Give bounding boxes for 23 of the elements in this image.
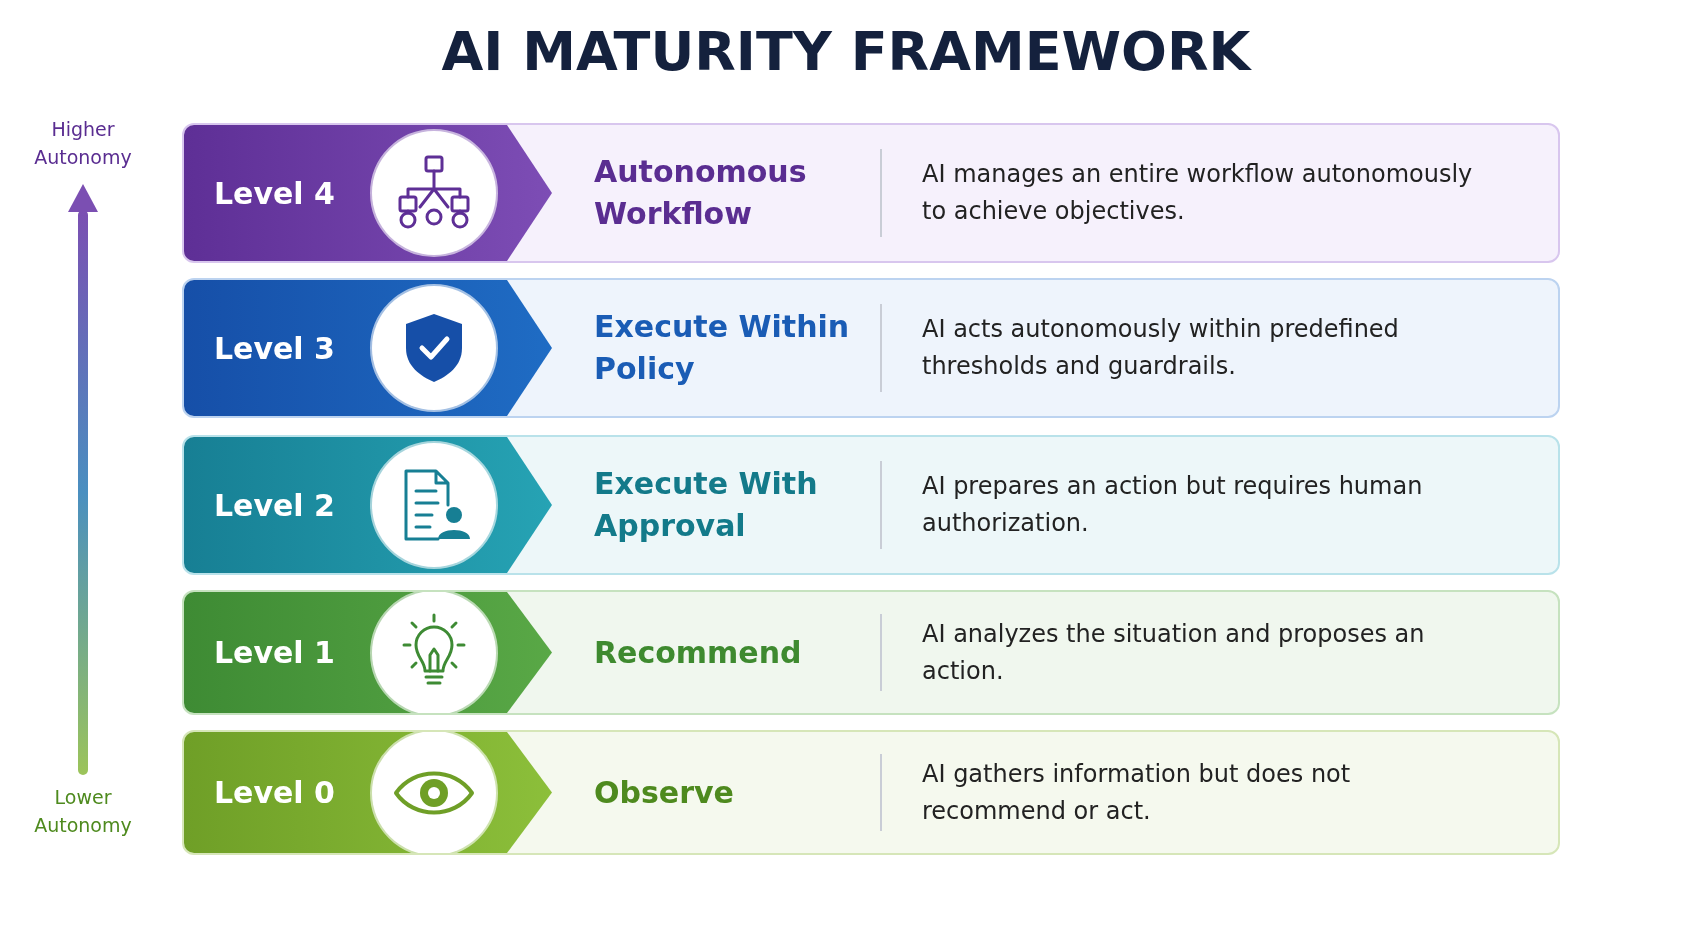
- level-title: Autonomous Workflow: [594, 153, 808, 233]
- level-card: [182, 278, 1560, 418]
- axis-label: Higher Autonomy: [33, 117, 133, 170]
- level-description: AI gathers information but does not recommend or act.: [922, 758, 1352, 827]
- level-description: AI manages an entire workflow autonomously to achieve objectives.: [922, 159, 1474, 227]
- level-label: Level 3: [214, 330, 335, 366]
- level-card: [182, 435, 1560, 575]
- level-title: Recommend: [594, 633, 803, 672]
- level-label: Level 4: [214, 175, 335, 211]
- level-description: AI acts autonomously within predefined thresholds and guardrails.: [922, 314, 1400, 382]
- level-label: Level 1: [214, 635, 335, 670]
- level-description: AI prepares an action but requires human authorization.: [922, 471, 1424, 539]
- level-title: Execute Within Policy: [594, 308, 851, 388]
- axis-label: Lower Autonomy: [33, 785, 133, 838]
- level-card: [182, 730, 1560, 855]
- level-title: Execute With Approval: [594, 465, 819, 545]
- level-title: Observe: [594, 773, 735, 812]
- level-label: Level 0: [214, 775, 335, 810]
- level-label: Level 2: [214, 487, 335, 523]
- diagram-title: AI MATURITY FRAMEWORK: [440, 20, 1253, 83]
- level-card: [182, 123, 1560, 263]
- level-card: [182, 590, 1560, 715]
- level-description: AI analyzes the situation and proposes an action.: [922, 618, 1426, 687]
